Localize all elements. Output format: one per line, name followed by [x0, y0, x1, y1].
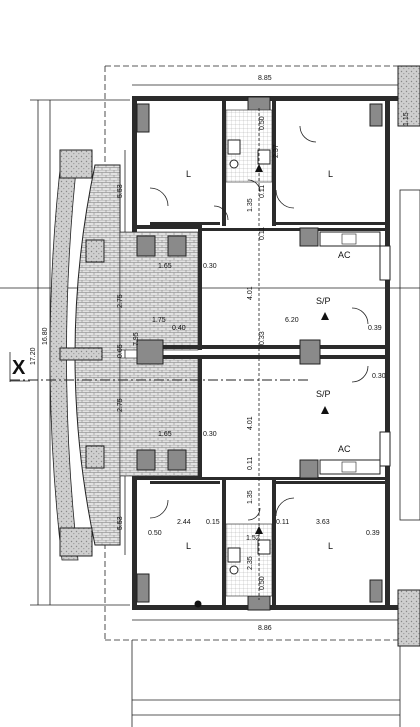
room-label-lower-kitchen: AC [338, 444, 351, 454]
dim-center-gap: 0.33 [259, 331, 266, 345]
door-swings [149, 125, 369, 521]
dim-upper-stair-b: 2.37 [273, 144, 280, 158]
dim-bottom-mid-a: 1.52 [246, 535, 260, 542]
dim-bottom-mid-b: 0.11 [276, 519, 289, 526]
dim-mid-span: 6.20 [285, 317, 299, 324]
dim-upper-stair-d: 0.11 [259, 185, 266, 198]
axis-marker-label: X [12, 357, 26, 379]
dim-upper-room-h: 4.01 [247, 286, 254, 300]
room-label-lower-living: S/P [316, 389, 331, 399]
dim-top-balcony: 5.53 [117, 184, 124, 198]
room-label-upper-kitchen: AC [338, 250, 351, 260]
dim-overall-height: 17.20 [30, 347, 37, 365]
curved-balcony [49, 149, 121, 561]
dim-upper-depth-a: 1.65 [158, 263, 172, 270]
dim-lower-depth-b: 0.30 [203, 431, 217, 438]
dim-bottom-left-w: 2.44 [177, 519, 191, 526]
dim-lower-right-gap: 0.30 [372, 373, 386, 380]
dim-top-width: 8.85 [258, 75, 272, 82]
dim-bottom-stair-a: 2.35 [247, 556, 254, 570]
dim-bottom-left-gap: 0.15 [206, 519, 220, 526]
dim-lower-loggia: 2.75 [117, 398, 124, 412]
room-label-upper-living: S/P [316, 296, 331, 306]
outer-boundary [0, 65, 420, 727]
dim-bottom-left-edge: 0.50 [148, 530, 162, 537]
room-label-top-left: L [186, 169, 191, 179]
dim-mid-left-a: 1.75 [152, 317, 166, 324]
dim-bottom-right-edge: 0.39 [366, 530, 380, 537]
dim-lower-depth-a: 1.65 [158, 431, 172, 438]
dim-upper-stair-a: 0.50 [259, 116, 266, 130]
center-line [194, 108, 329, 608]
kitchen-counters [319, 231, 391, 475]
dim-mid-gap: 0.65 [117, 344, 124, 358]
dim-upper-loggia: 2.75 [117, 294, 124, 308]
dim-upper-stair-c: 1.35 [247, 198, 254, 212]
dim-lower-stair-a: 0.11 [247, 457, 254, 470]
room-label-top-right: L [328, 169, 333, 179]
dim-loggia-total: 7.95 [133, 332, 140, 346]
dim-lower-stair-b: 1.35 [247, 490, 254, 504]
dim-upper-stair-e: 0.11 [259, 227, 266, 240]
dim-bottom-width: 8.86 [258, 625, 272, 632]
dim-upper-depth-b: 0.30 [203, 263, 217, 270]
right-edge-details [397, 65, 420, 647]
dim-inner-height: 16.80 [42, 327, 49, 345]
dim-bottom-balcony: 5.53 [117, 516, 124, 530]
dim-bottom-right-w: 3.63 [316, 519, 330, 526]
dim-bottom-stair-b: 0.50 [259, 576, 266, 590]
bathroom-fixtures [225, 109, 273, 597]
room-label-bottom-left: L [186, 541, 191, 551]
dim-side-right-top: 1.15 [403, 112, 410, 126]
dim-mid-left-b: 0.40 [172, 325, 186, 332]
dim-lower-room-h: 4.01 [247, 416, 254, 430]
structural-columns [136, 96, 383, 611]
room-label-bottom-right: L [328, 541, 333, 551]
dim-mid-right: 0.39 [368, 325, 382, 332]
section-axis [9, 352, 310, 382]
